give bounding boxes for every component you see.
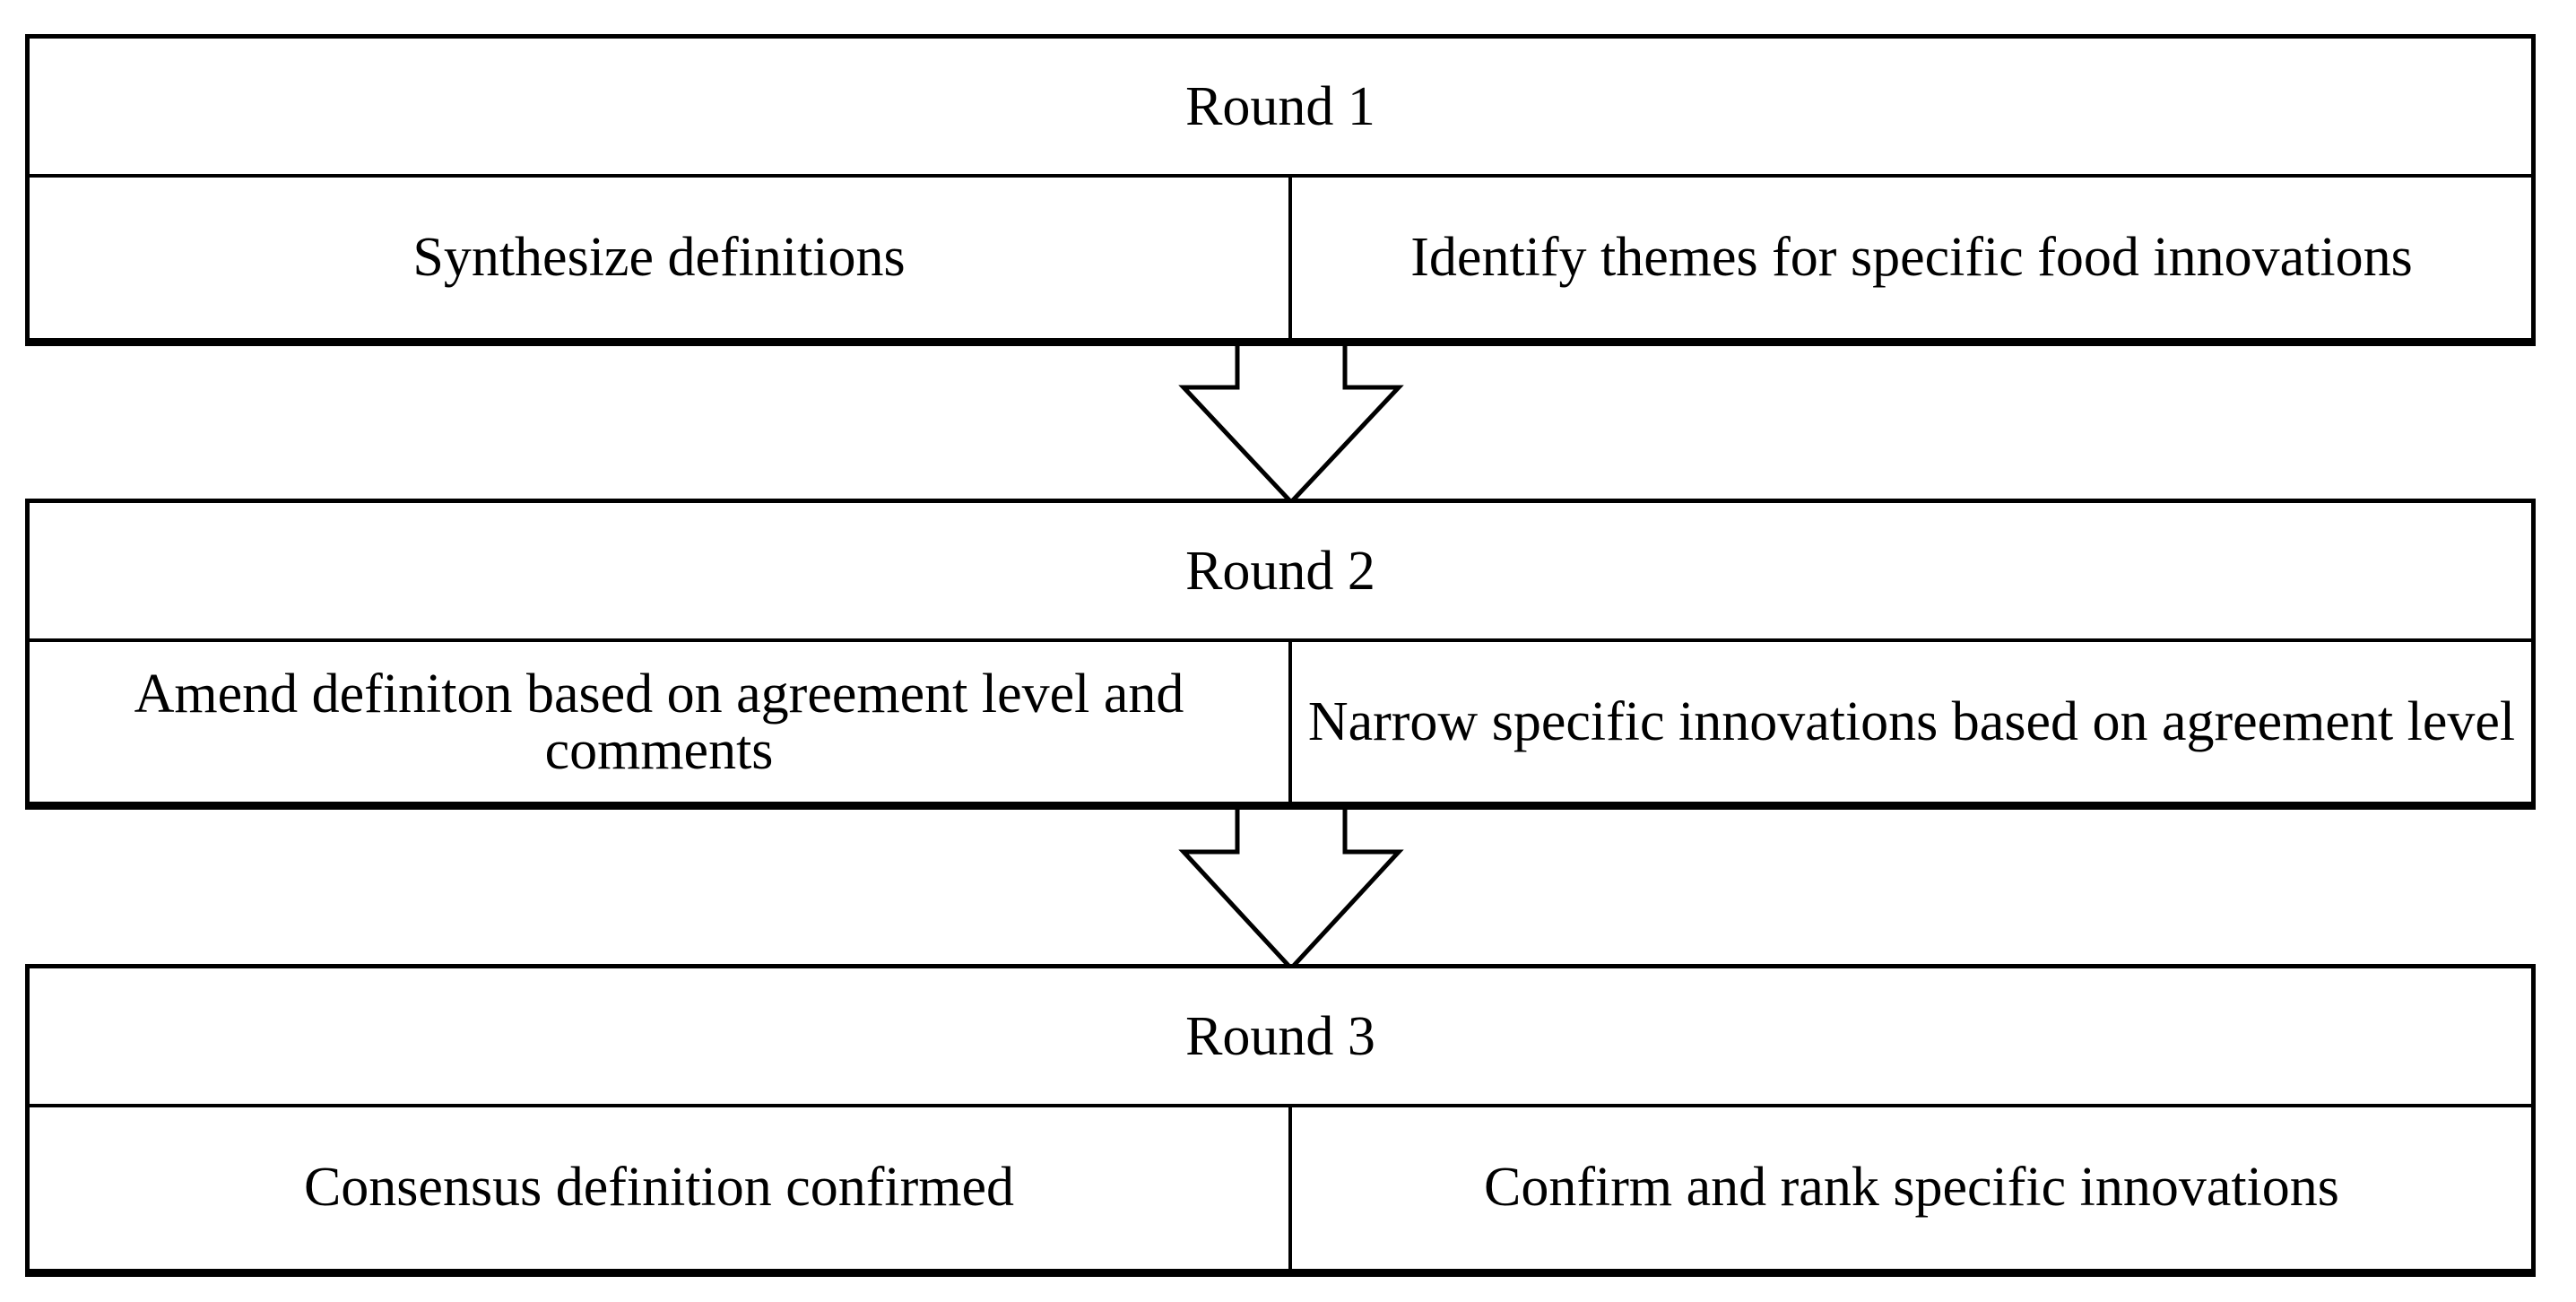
round-2-row: Amend definiton based on agreement level…: [30, 642, 2531, 803]
down-arrow-1: [1178, 336, 1404, 506]
round-3-left-step: Consensus definition confirmed: [30, 1107, 1292, 1269]
round-3-row: Consensus definition confirmed Confirm a…: [30, 1107, 2531, 1269]
round-1-left-step: Synthesize definitions: [30, 178, 1292, 339]
round-2-block: Round 2 Amend definiton based on agreeme…: [25, 499, 2536, 810]
round-3-title: Round 3: [30, 968, 2531, 1107]
down-arrow-2: [1178, 801, 1404, 972]
round-1-title: Round 1: [30, 39, 2531, 178]
round-2-right-step: Narrow specific innovations based on agr…: [1307, 691, 2516, 753]
round-2-left-step: Amend definiton based on agreement level…: [30, 642, 1292, 803]
round-2-title: Round 2: [30, 503, 2531, 642]
round-1-row: Synthesize definitions Identify themes f…: [30, 178, 2531, 339]
round-3-right-step: Confirm and rank specific innovations: [1484, 1157, 2339, 1219]
round-1-block: Round 1 Synthesize definitions Identify …: [25, 34, 2536, 346]
round-3-block: Round 3 Consensus definition confirmed C…: [25, 964, 2536, 1277]
round-1-right-step: Identify themes for specific food innova…: [1410, 227, 2413, 289]
